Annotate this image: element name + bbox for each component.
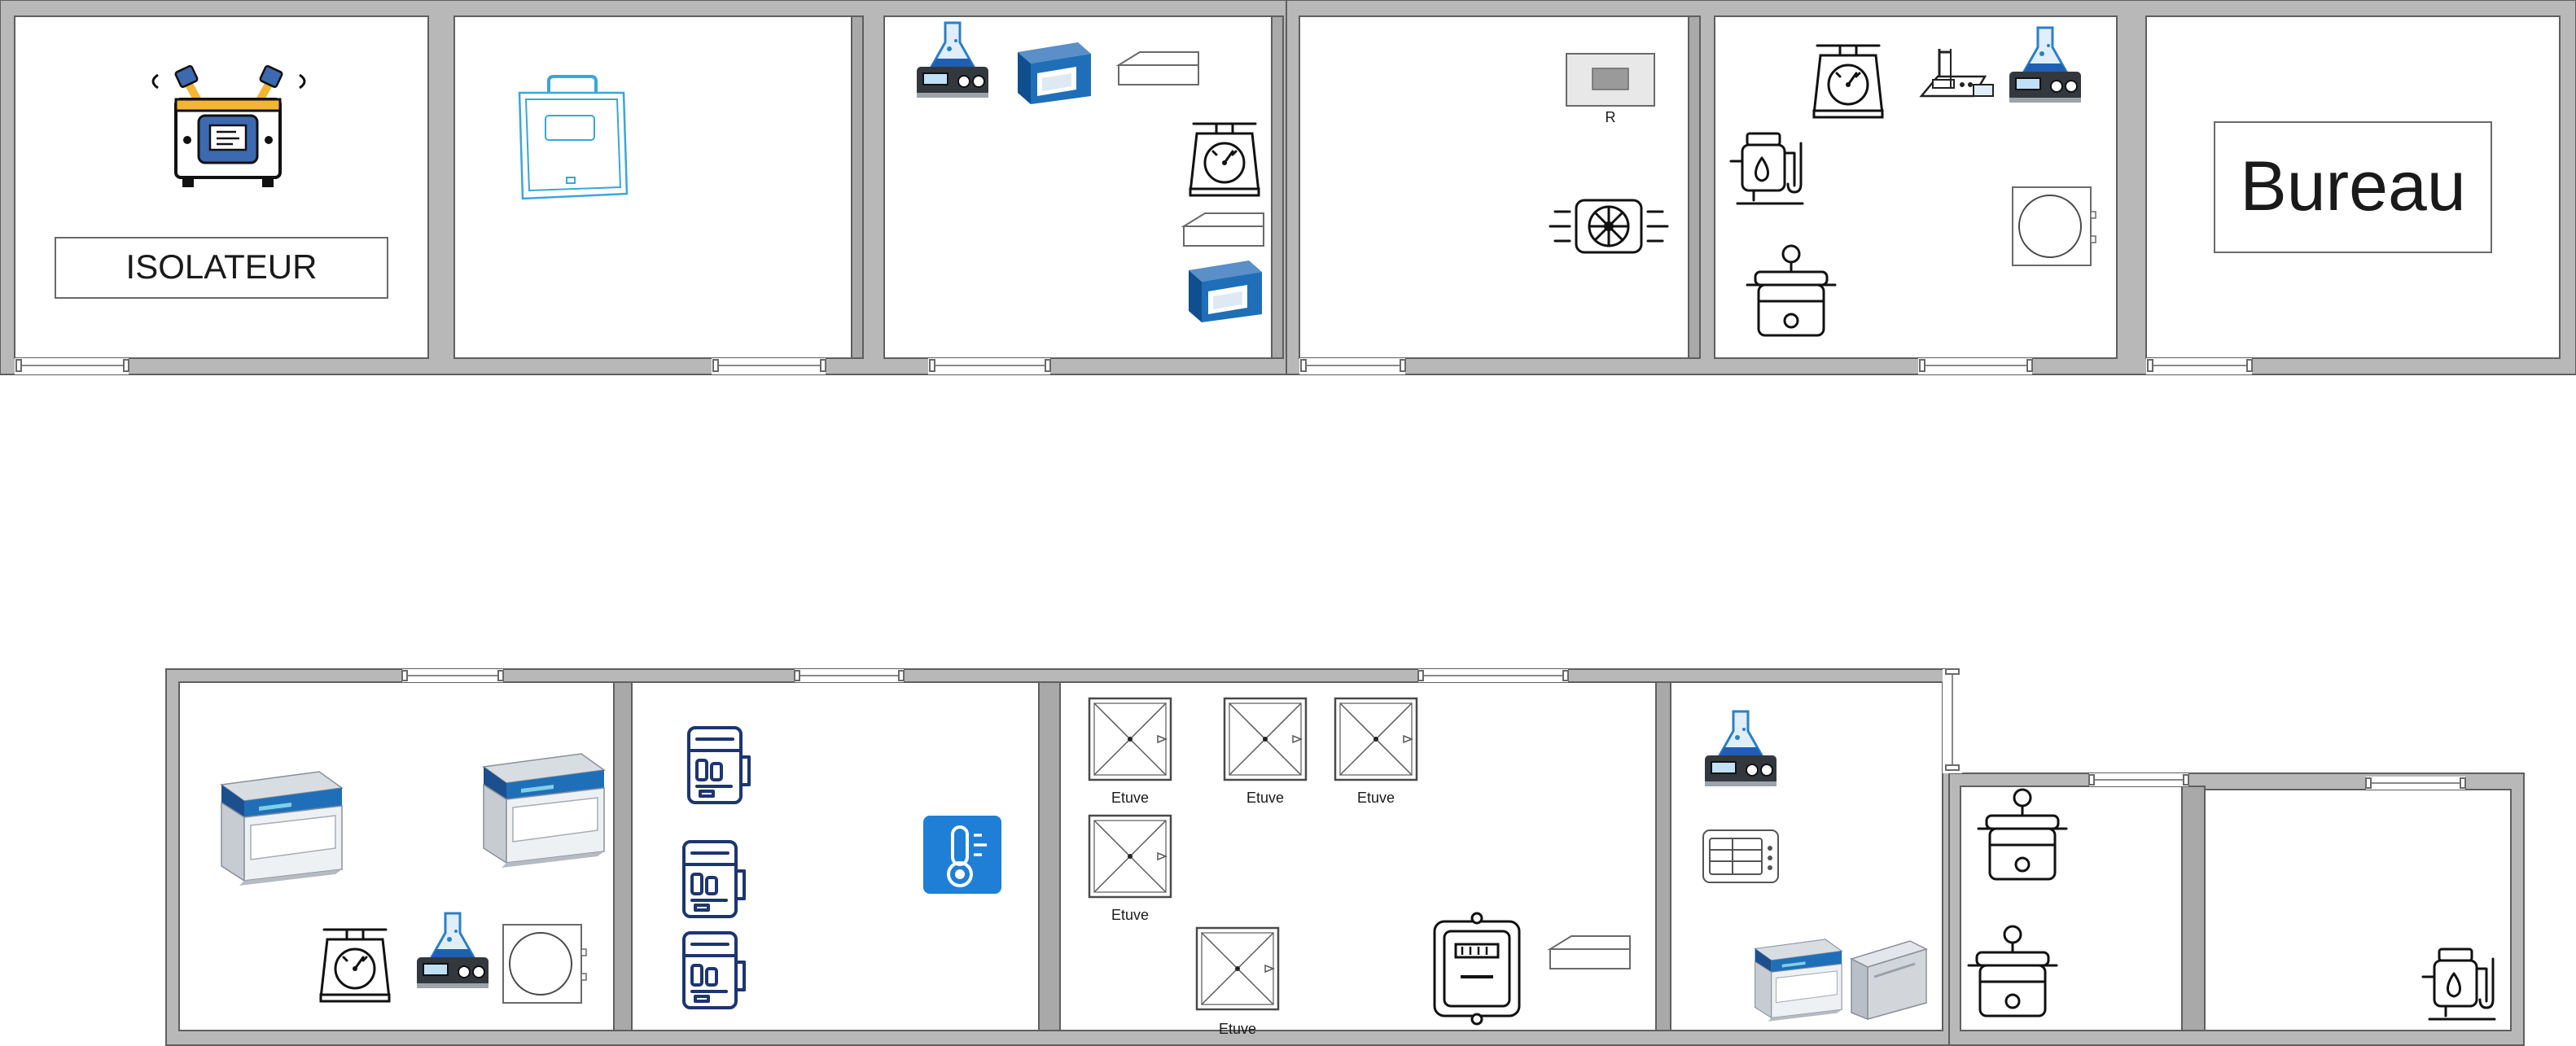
etuve-label: Etuve — [1111, 907, 1149, 923]
centrifuge-icon — [502, 924, 587, 1004]
oven-icon — [1088, 697, 1172, 781]
thermometer-icon — [922, 814, 1003, 895]
bench-icon — [1118, 51, 1199, 85]
lab-analyzer-icon — [1018, 42, 1091, 104]
oven-icon — [1223, 697, 1308, 781]
oven-icon — [1088, 814, 1172, 899]
refrigerator-icon — [687, 726, 751, 804]
centrifuge-icon — [2012, 186, 2096, 266]
bottom-doors — [401, 669, 2466, 790]
lab-analyzer-icon — [1189, 260, 1262, 322]
laminar-flow-hood-icon — [1755, 939, 1842, 1022]
bench-icon — [1183, 212, 1264, 247]
scale-icon — [1812, 44, 1884, 119]
control-panel-icon — [1702, 829, 1779, 883]
oven-icon — [1195, 926, 1280, 1011]
scale-icon — [1189, 122, 1260, 197]
laminar-flow-hood-icon — [221, 771, 343, 886]
scale-icon — [319, 928, 391, 1003]
bureau-label: Bureau — [2240, 147, 2465, 225]
meter-icon — [1433, 912, 1521, 1026]
etuve-label: Etuve — [1219, 1021, 1256, 1037]
bench-icon — [1549, 935, 1631, 969]
bureau-label-box — [2214, 121, 2492, 253]
oven-icon — [1334, 697, 1418, 781]
etuve-label: Etuve — [1246, 790, 1284, 806]
etuve-label: Etuve — [1357, 790, 1395, 806]
isolateur-label-box — [55, 237, 388, 299]
isolateur-label: ISOLATEUR — [126, 247, 318, 286]
room-isolateur — [14, 15, 429, 359]
laminar-flow-hood-icon — [483, 753, 605, 869]
incubator-icon — [518, 75, 629, 200]
refrigerator-icon — [682, 840, 746, 918]
screen-box-icon — [1566, 53, 1655, 107]
top-doors — [15, 358, 2253, 374]
r-label: R — [1606, 109, 1616, 125]
refrigerator-icon — [682, 931, 746, 1009]
etuve-label: Etuve — [1111, 790, 1149, 806]
room-incubator — [453, 15, 852, 359]
